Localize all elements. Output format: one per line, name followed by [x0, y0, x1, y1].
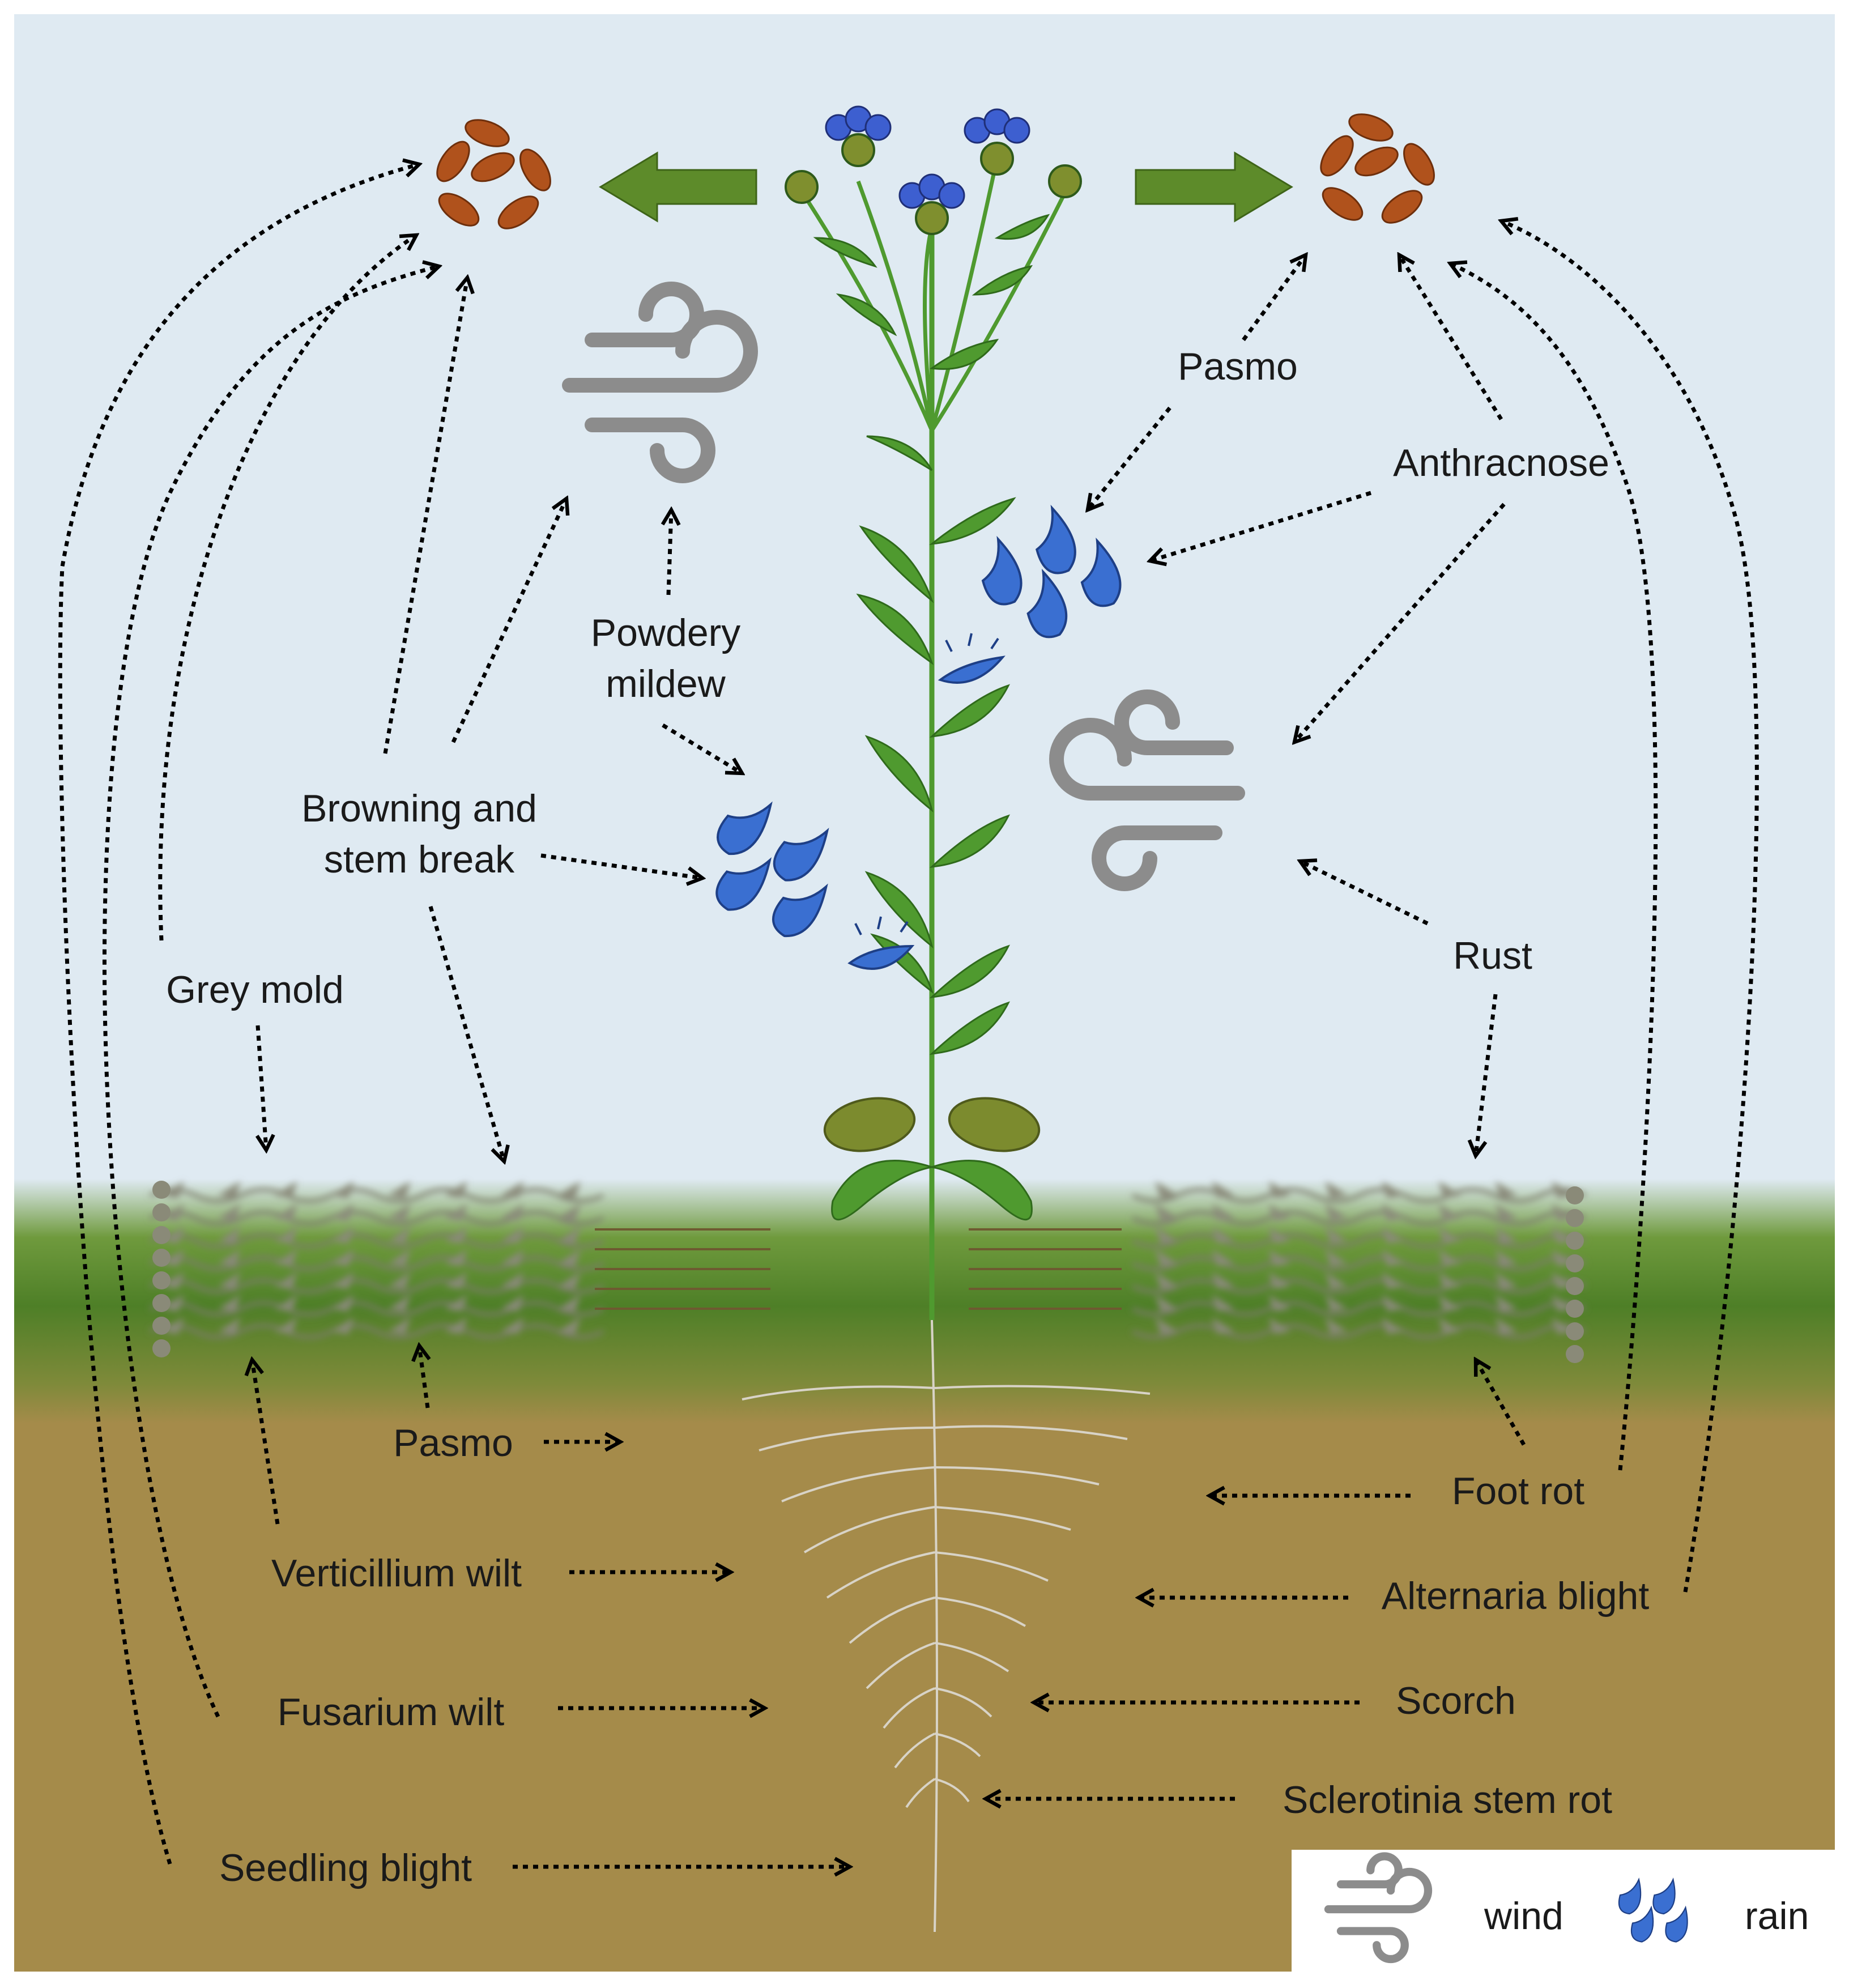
flax-plant — [785, 105, 1082, 1320]
label-pasmo-bottom: Pasmo — [393, 1421, 513, 1465]
crop-residue-left-stems — [595, 1228, 770, 1310]
crop-residue-right-stems — [969, 1228, 1122, 1310]
label-fusarium-wilt: Fusarium wilt — [278, 1691, 505, 1734]
label-browning-line2: stem break — [324, 838, 515, 881]
label-browning-line1: Browning and — [301, 787, 537, 830]
seed-movement-arrow-right — [1135, 151, 1293, 223]
legend-wind-label: wind — [1484, 1895, 1563, 1938]
crop-residue-right-caps — [1566, 1186, 1584, 1363]
label-rust: Rust — [1453, 934, 1532, 977]
flowers-and-capsules — [785, 105, 1082, 235]
crop-residue-left-caps — [152, 1181, 171, 1357]
label-scorch: Scorch — [1396, 1679, 1516, 1722]
label-foot-rot: Foot rot — [1452, 1470, 1584, 1513]
seed-movement-arrow-left — [599, 151, 757, 223]
label-grey-mold: Grey mold — [166, 968, 344, 1011]
wind-icon-middle — [1049, 689, 1245, 891]
label-verticillium-wilt: Verticillium wilt — [271, 1552, 522, 1595]
disease-labels: Pasmo Anthracnose Powdery mildew Brownin… — [166, 345, 1649, 1889]
dispersal-arrows — [58, 164, 1759, 1867]
label-pasmo-top: Pasmo — [1178, 345, 1298, 388]
label-anthracnose: Anthracnose — [1393, 441, 1609, 484]
label-alternaria-blight: Alternaria blight — [1382, 1574, 1650, 1617]
label-sclerotinia-stem-rot: Sclerotinia stem rot — [1283, 1778, 1612, 1821]
plant-leaves — [813, 214, 1050, 1055]
rain-splash-upper — [938, 633, 1006, 684]
plant-roots — [742, 1319, 1151, 1932]
label-powdery-mildew-line2: mildew — [606, 662, 726, 705]
label-powdery-mildew-line1: Powdery — [591, 611, 741, 654]
legend-rain-label: rain — [1745, 1895, 1809, 1938]
wind-icon-upper — [562, 282, 758, 483]
rain-splash-middle — [847, 916, 915, 970]
wind-icon — [1324, 1852, 1433, 1964]
cotyledons — [823, 1097, 1041, 1221]
legend: wind rain — [1292, 1850, 1835, 1972]
label-seedling-blight: Seedling blight — [219, 1846, 472, 1889]
